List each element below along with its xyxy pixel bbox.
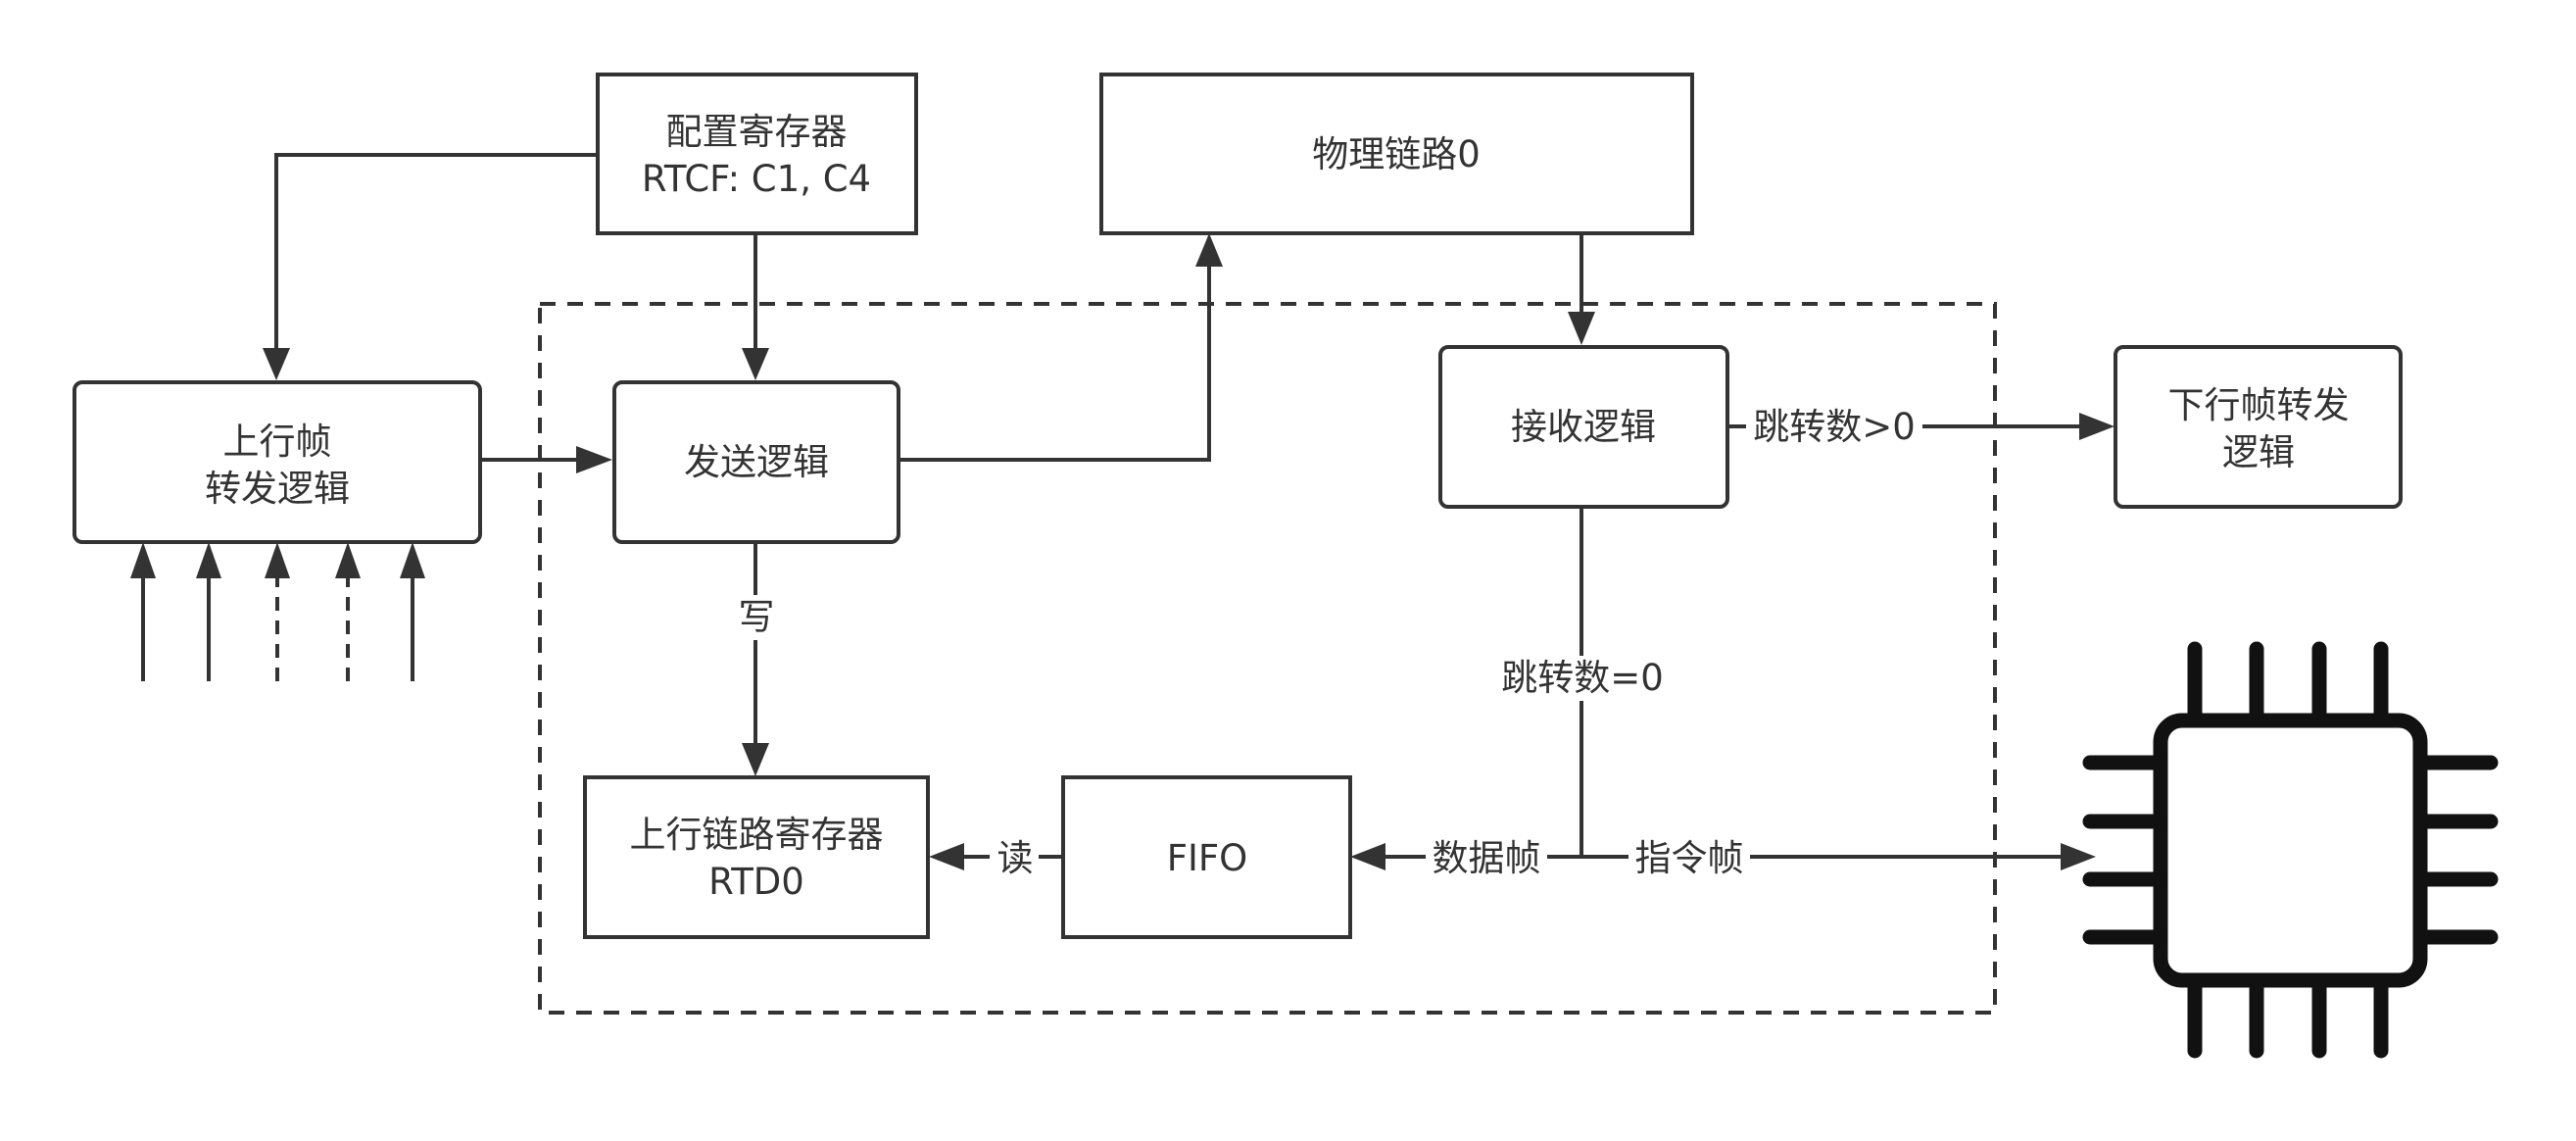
uplink-forward-line1: 上行帧 — [223, 421, 332, 463]
physical-link-label: 物理链路0 — [1312, 133, 1481, 175]
arrowhead — [1350, 843, 1385, 870]
config-register-value: RTCF: C1, C4 — [642, 158, 871, 200]
arrowhead — [263, 348, 290, 380]
uplink-register-value: RTD0 — [708, 861, 804, 903]
edge-label-hops-eq0: 跳转数=0 — [1501, 657, 1664, 699]
edge-label-data-frame: 数据帧 — [1433, 837, 1541, 879]
arrowhead — [2079, 413, 2114, 440]
physical-link-box: 物理链路0 — [1099, 73, 1694, 235]
edge-label-write: 写 — [739, 596, 775, 638]
arrowhead — [576, 446, 612, 473]
module-boundary — [538, 302, 1997, 1015]
arrowhead — [742, 348, 769, 380]
fifo-label: FIFO — [1167, 837, 1248, 879]
edge-label-read: 读 — [997, 837, 1034, 879]
uplink-input-arrows — [130, 542, 425, 681]
arrowhead — [742, 743, 769, 776]
uplink-register-box: 上行链路寄存器 RTD0 — [583, 775, 930, 939]
arrowhead — [2061, 843, 2096, 870]
config-register-title: 配置寄存器 — [666, 111, 848, 153]
arrowhead — [1568, 312, 1595, 345]
fifo-box: FIFO — [1061, 775, 1352, 939]
config-register-box: 配置寄存器 RTCF: C1, C4 — [596, 73, 918, 235]
send-logic-box: 发送逻辑 — [612, 380, 900, 544]
uplink-register-title: 上行链路寄存器 — [630, 814, 884, 856]
arrowhead — [1195, 233, 1223, 267]
arrowhead — [929, 843, 964, 870]
uplink-forward-box: 上行帧 转发逻辑 — [73, 380, 482, 544]
send-logic-label: 发送逻辑 — [684, 441, 829, 483]
downlink-forward-box: 下行帧转发 逻辑 — [2114, 345, 2403, 509]
edge-label-command-frame: 指令帧 — [1635, 837, 1744, 879]
downlink-forward-line1: 下行帧转发 — [2168, 384, 2350, 426]
uplink-forward-line2: 转发逻辑 — [205, 468, 350, 510]
edge-label-hops-gt0: 跳转数>0 — [1753, 406, 1916, 448]
chip-icon — [2082, 641, 2499, 1059]
edge-config-to-uplink — [274, 153, 596, 361]
receive-logic-label: 接收逻辑 — [1511, 406, 1656, 448]
edge-send-to-phys — [899, 255, 1211, 462]
downlink-forward-line2: 逻辑 — [2222, 431, 2295, 473]
receive-logic-box: 接收逻辑 — [1438, 345, 1729, 509]
